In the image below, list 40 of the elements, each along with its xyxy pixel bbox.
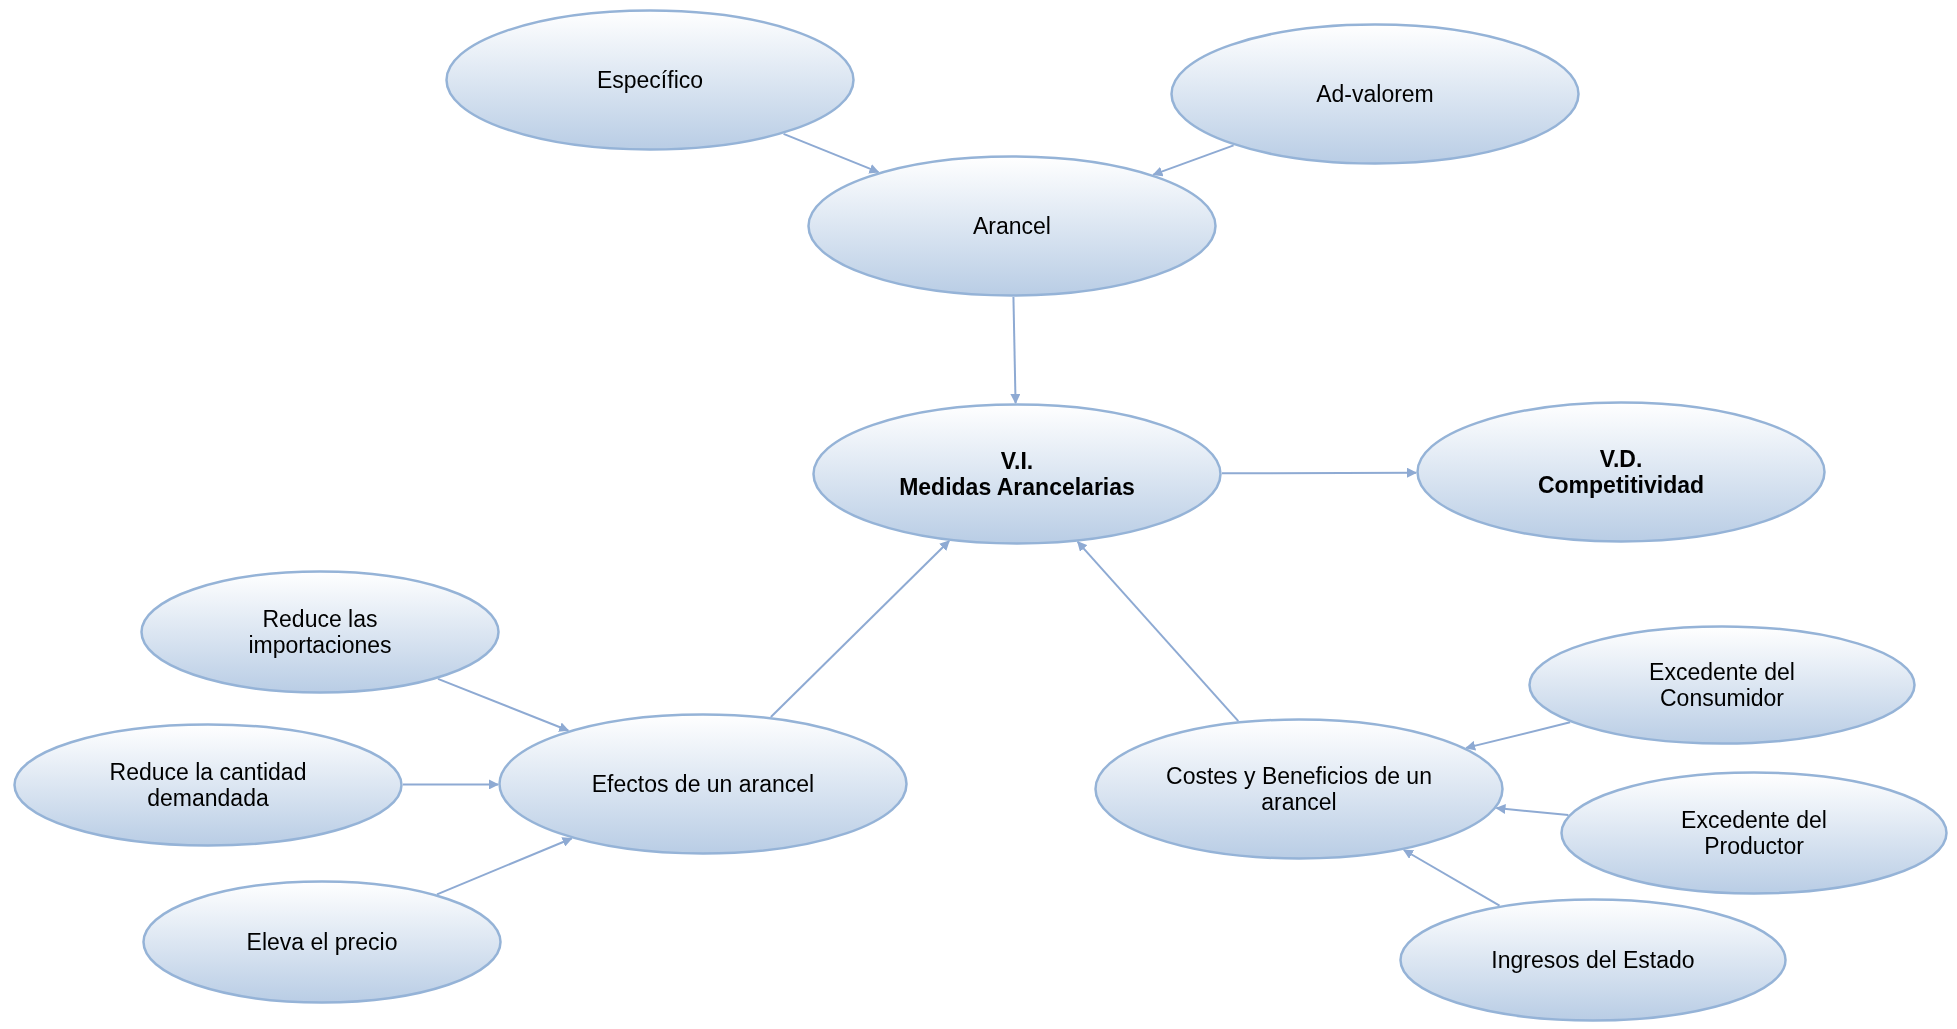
node-label: Eleva el precio	[246, 928, 398, 956]
node-label: Ad-valorem	[1316, 80, 1434, 108]
ellipse-node	[142, 880, 502, 1004]
arrow	[1402, 849, 1501, 907]
arrow	[782, 132, 880, 174]
node-label: Medidas Arancelarias	[899, 474, 1135, 501]
arrow	[1465, 721, 1572, 751]
ellipse-node	[140, 570, 500, 694]
ellipse-node	[13, 723, 403, 847]
arrow	[1495, 804, 1570, 817]
arrow	[437, 677, 570, 732]
ellipse-node	[807, 155, 1217, 297]
arrow	[1152, 144, 1235, 177]
ellipse-node	[812, 403, 1222, 545]
arrow	[436, 837, 573, 896]
ellipse-node	[1560, 771, 1948, 895]
arrow	[769, 540, 951, 718]
arrow	[402, 779, 499, 790]
node-label: Excedente del Consumidor	[1648, 658, 1796, 712]
arrow	[1076, 540, 1240, 723]
ellipse-node	[1094, 718, 1504, 860]
arrow	[1221, 467, 1417, 478]
node-label: V.D.	[1599, 445, 1643, 472]
node-label: V.I.	[1000, 447, 1034, 474]
node-label: Competitividad	[1537, 472, 1705, 499]
node-label: Reduce la cantidad demandada	[108, 758, 308, 812]
node-label: Excedente del Productor	[1680, 806, 1828, 860]
node-label: Costes y Beneficios de un arancel	[1165, 762, 1433, 816]
ellipse-node	[1528, 625, 1916, 745]
node-label: Reduce las importaciones	[247, 605, 393, 659]
node-label: Ingresos del Estado	[1491, 946, 1695, 974]
ellipse-node	[445, 9, 855, 151]
node-label: Efectos de un arancel	[591, 770, 815, 798]
ellipse-node	[1416, 401, 1826, 543]
arrow	[1010, 296, 1021, 404]
ellipse-node	[1399, 898, 1787, 1022]
ellipse-node	[1170, 23, 1580, 165]
node-label: Arancel	[973, 212, 1051, 240]
ellipse-node	[498, 713, 908, 855]
node-label: Específico	[596, 66, 704, 94]
